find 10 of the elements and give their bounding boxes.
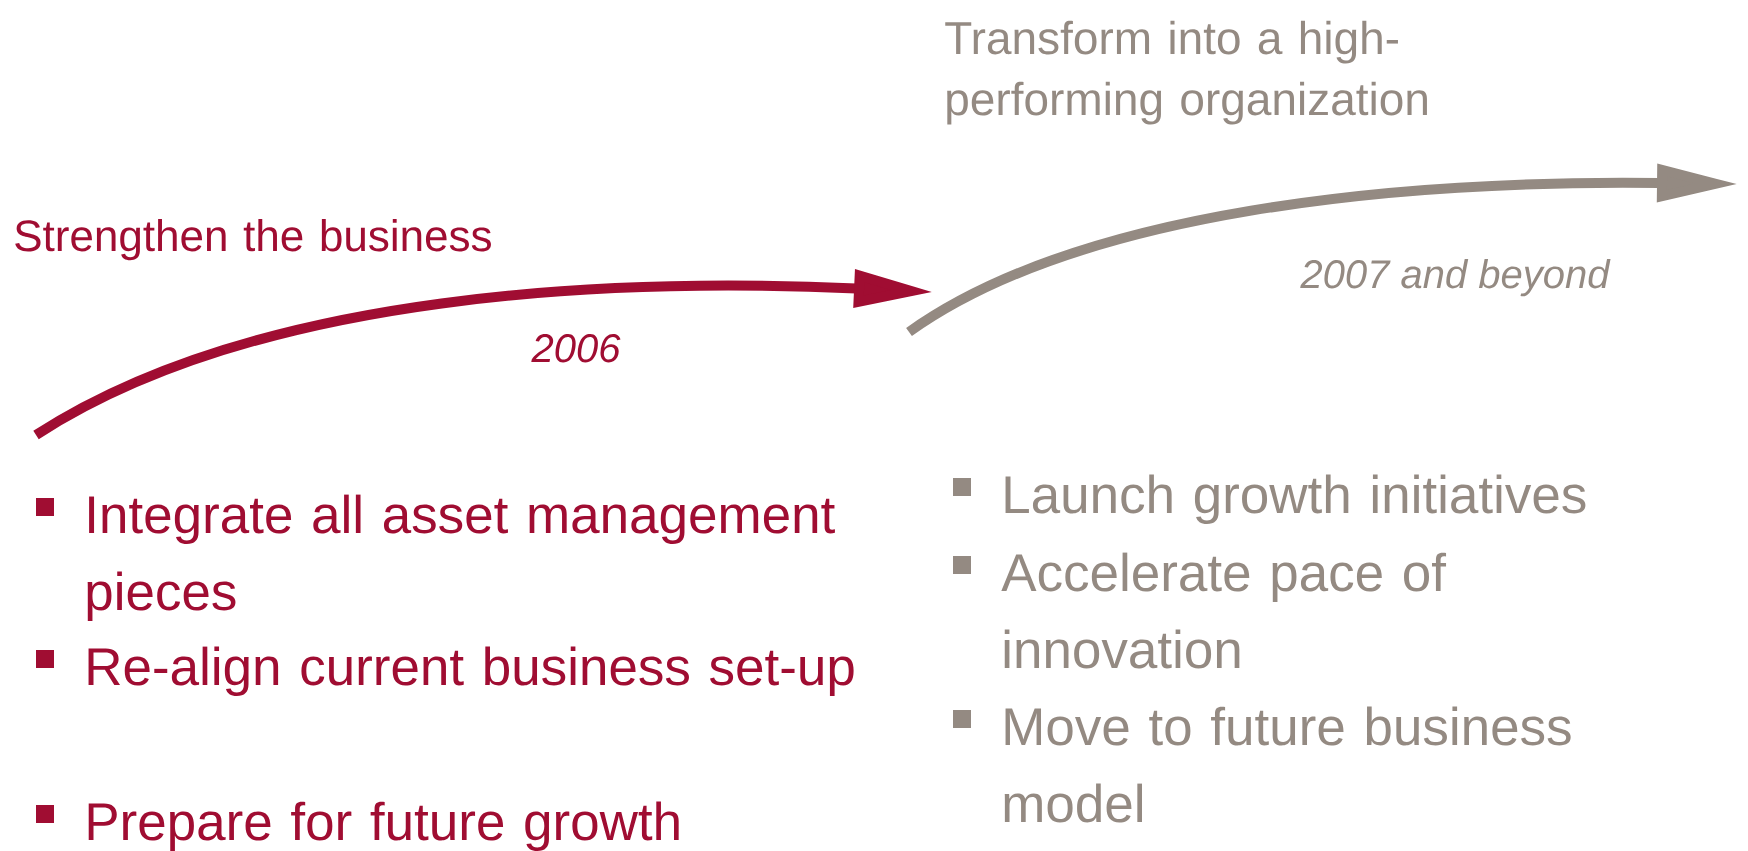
bullet-item: Prepare for future growth xyxy=(36,801,679,851)
year-label: 2007 and beyond xyxy=(1300,259,1611,297)
bullet-item: Re-align current business set-up xyxy=(36,646,854,696)
bullet-item: Launch growth initiatives xyxy=(953,474,1586,524)
bullet-item: Accelerate pace of innovation xyxy=(953,552,1447,669)
heading: Strengthen the business xyxy=(15,219,491,261)
bullet-item: Move to future business model xyxy=(953,706,1571,823)
heading: Transform into a high-performing organization xyxy=(945,20,1427,125)
year-label: 2006 xyxy=(531,334,621,363)
bullet-item: Integrate all asset management pieces xyxy=(36,494,835,621)
